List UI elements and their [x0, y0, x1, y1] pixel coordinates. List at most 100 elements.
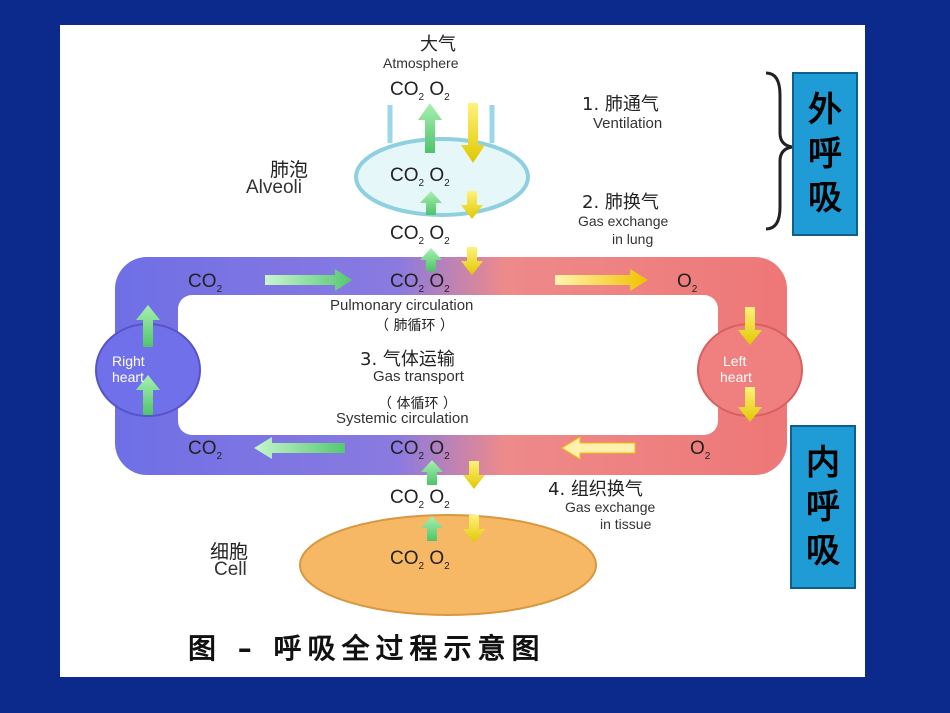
alveoli-en: Alveoli: [246, 177, 302, 198]
co2-sub: 2: [216, 283, 223, 295]
external-char-3: 吸: [808, 178, 842, 218]
co2-label: CO: [390, 438, 419, 459]
step-lung-exchange-en2: in lung: [612, 231, 654, 247]
step-lung-exchange-en1: Gas exchange: [578, 213, 669, 229]
o2-label: O: [429, 79, 445, 100]
co2-label: CO: [390, 548, 419, 569]
o2-down-arrow-left-heart: [738, 307, 762, 345]
co2-label: CO: [188, 271, 217, 292]
o2-sub: 2: [444, 235, 450, 247]
co2-label: CO: [390, 271, 419, 292]
external-respiration-box: 外 呼 吸: [792, 72, 858, 236]
co2-top-left: CO2: [188, 271, 222, 295]
right-heart-label-2: heart: [112, 369, 144, 385]
o2-label: O: [429, 271, 445, 292]
right-heart-label-1: Right: [112, 353, 145, 369]
cell-zh: 细胞: [210, 541, 249, 563]
co2-sub: 2: [418, 560, 425, 572]
o2-sub: 2: [444, 177, 450, 189]
co2-sub: 2: [418, 450, 425, 462]
gas-row-atmosphere: CO2 O2: [390, 79, 450, 103]
co2-up-arrow-1: [418, 103, 442, 153]
gas-row-alveoli: CO2 O2: [390, 165, 450, 189]
co2-sub: 2: [418, 91, 425, 103]
co2-sub: 2: [418, 499, 425, 511]
co2-up-arrow-right-heart-2: [136, 305, 160, 347]
co2-up-arrow-2: [420, 191, 442, 215]
co2-sub: 2: [216, 450, 223, 462]
alveoli-sac: [354, 137, 530, 217]
external-char-1: 外: [808, 90, 842, 130]
brace: [765, 71, 793, 231]
vertical-arrows: [418, 103, 485, 543]
left-heart-label-1: Left: [723, 353, 747, 369]
step-ventilation-en: Ventilation: [593, 115, 663, 132]
gas-row-tissue: CO2 O2: [390, 487, 450, 511]
co2-label: CO: [188, 438, 217, 459]
step-transport-zh: 3. 气体运输: [360, 349, 455, 370]
co2-bottom-left: CO2: [188, 438, 222, 462]
gas-row-systemic: CO2 O2: [390, 438, 450, 462]
internal-char-2: 呼: [806, 487, 840, 527]
o2-down-arrow-2: [461, 191, 483, 219]
co2-label: CO: [390, 223, 419, 244]
cell-en: Cell: [214, 559, 247, 580]
o2-down-arrow-5: [463, 515, 485, 543]
o2-down-arrow-3: [461, 247, 483, 275]
pulmonary-circulation-zh: （ 肺循环 ）: [375, 318, 454, 334]
alveoli-zh: 肺泡: [270, 159, 309, 181]
step-ventilation-zh: 1. 肺通气: [582, 94, 659, 115]
o2-left-arrow-bottom: [561, 436, 636, 460]
atmosphere-zh: 大气: [420, 34, 456, 55]
co2-label: CO: [390, 487, 419, 508]
o2-sub: 2: [444, 499, 450, 511]
left-heart-label-2: heart: [720, 369, 752, 385]
o2-label: O: [677, 271, 692, 292]
alveoli-tube: [387, 105, 495, 143]
o2-label: O: [429, 223, 445, 244]
o2-bottom-right: O2: [690, 438, 710, 462]
o2-label: O: [429, 548, 445, 569]
gas-row-cell: CO2 O2: [390, 548, 450, 572]
co2-label: CO: [390, 165, 419, 186]
step-tissue-exchange-en1: Gas exchange: [565, 499, 656, 515]
diagram-caption: 图 – 呼吸全过程示意图: [188, 632, 546, 665]
o2-down-arrow-left-heart-2: [738, 387, 762, 422]
external-char-2: 呼: [808, 134, 842, 174]
o2-label: O: [429, 165, 445, 186]
gas-row-pulmonary: CO2 O2: [390, 271, 450, 295]
step-tissue-exchange-en2: in tissue: [600, 516, 652, 532]
o2-sub: 2: [444, 450, 450, 462]
co2-up-arrow-5: [421, 516, 443, 541]
o2-down-arrow-1: [461, 103, 485, 163]
co2-label: CO: [390, 79, 419, 100]
step-tissue-exchange-zh: 4. 组织换气: [548, 479, 643, 500]
internal-char-1: 内: [806, 443, 840, 483]
systemic-circulation-en: Systemic circulation: [336, 410, 469, 427]
cell-body: [299, 514, 597, 616]
systemic-circulation-zh: （ 体循环 ）: [378, 396, 457, 412]
o2-sub: 2: [444, 91, 450, 103]
co2-sub: 2: [418, 235, 425, 247]
pulmonary-circulation-en: Pulmonary circulation: [330, 297, 474, 314]
co2-up-arrow-4: [421, 460, 443, 485]
respiration-diagram: [95, 71, 832, 616]
step-transport-en: Gas transport: [373, 368, 464, 385]
o2-sub: 2: [691, 283, 698, 295]
loop-arrows: [136, 269, 762, 460]
o2-down-arrow-4: [463, 461, 485, 489]
o2-sub: 2: [444, 560, 450, 572]
co2-right-arrow-top: [265, 269, 352, 291]
step-lung-exchange-zh: 2. 肺换气: [582, 192, 659, 213]
loop-inner: [178, 295, 718, 435]
o2-label: O: [429, 487, 445, 508]
o2-sub: 2: [704, 450, 711, 462]
o2-top-right: O2: [677, 271, 697, 295]
slide-canvas: 大气 Atmosphere CO2 O2 CO2 O2 CO2 O2 CO2 O…: [60, 25, 865, 677]
co2-sub: 2: [418, 177, 425, 189]
o2-right-arrow-top: [555, 269, 648, 291]
co2-left-arrow-bottom: [254, 437, 345, 459]
atmosphere-en: Atmosphere: [383, 55, 459, 71]
internal-char-3: 吸: [806, 531, 840, 571]
co2-up-arrow-right-heart: [136, 375, 160, 415]
